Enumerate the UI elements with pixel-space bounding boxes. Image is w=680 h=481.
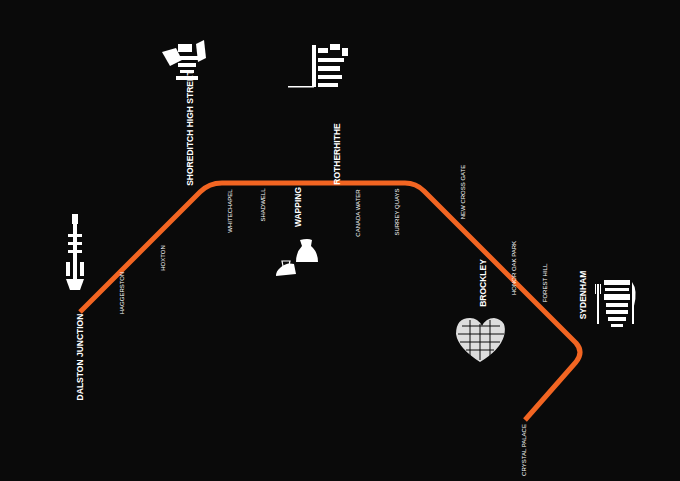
major-station-name: ROTHERHITHE xyxy=(333,123,342,184)
station-name: HOXTON xyxy=(160,245,166,271)
major-station-name: SHOREDITCH HIGH STREET xyxy=(186,70,195,186)
station-name: WHITECHAPEL xyxy=(227,189,233,232)
major-station-name: BROCKLEY xyxy=(479,259,488,307)
heart-icon xyxy=(456,318,505,362)
major-station-name: DALSTON JUNCTION xyxy=(76,314,85,401)
major-station-name: SYDENHAM xyxy=(579,271,588,320)
station-name: CRYSTAL PALACE xyxy=(521,424,527,476)
bridge-icon xyxy=(288,44,348,88)
overground-line xyxy=(80,183,580,420)
shaker-icon xyxy=(162,40,206,80)
trumpet-icon xyxy=(66,214,84,290)
station-name: FOREST HILL xyxy=(542,264,548,303)
station-name: CANADA WATER xyxy=(355,189,361,236)
station-name: HAGGERSTON xyxy=(119,272,125,315)
dress-iron-icon xyxy=(276,239,318,276)
station-name: NEW CROSS GATE xyxy=(460,165,466,220)
major-station-name: WAPPING xyxy=(294,187,303,227)
station-name: SHADWELL xyxy=(260,188,266,221)
station-name: SURREY QUAYS xyxy=(394,188,400,235)
plate-cutlery-icon xyxy=(595,280,636,327)
station-name: HONOR OAK PARK xyxy=(511,241,517,295)
